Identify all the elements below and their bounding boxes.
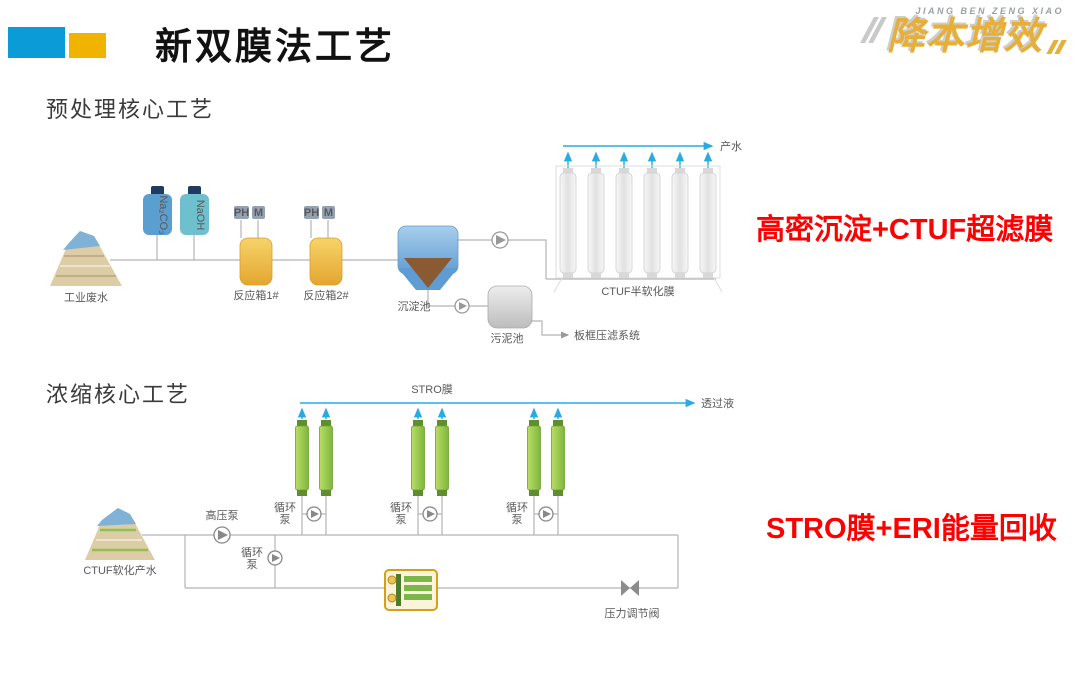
stro-membrane-pair <box>295 420 333 522</box>
label-circ-pump: 泵 <box>396 513 407 526</box>
reactor-tank-2 <box>309 237 343 286</box>
chemical-label-na2co3: Na₂CO₃ <box>157 195 169 234</box>
industrial-wastewater-pile <box>50 231 122 286</box>
label-ctuf-membrane: CTUF半软化膜 <box>601 284 674 298</box>
label-stro-membrane: STRO膜 <box>411 383 453 396</box>
sludge-tank <box>487 285 533 329</box>
ph-badge: PH <box>234 206 249 219</box>
uf-membrane-column <box>587 168 605 278</box>
sludge-pump-icon <box>454 298 470 314</box>
quote-mark-icon <box>860 17 888 57</box>
label-circ-pump: 泵 <box>247 558 258 571</box>
brand-name: 降本增效 <box>886 16 1043 58</box>
brand-logo: JIANG BEN ZENG XIAO 降本增效 <box>860 6 1067 58</box>
label-product-water: 产水 <box>720 139 742 153</box>
label-reactor-2: 反应箱2# <box>303 288 349 302</box>
annotation-pretreatment: 高密沉淀+CTUF超滤膜 <box>756 214 1054 246</box>
accent-bar-yellow <box>69 33 106 58</box>
label-permeate: 透过液 <box>701 396 734 410</box>
label-circ-pump: 泵 <box>512 513 523 526</box>
stro-membrane-pair <box>411 420 449 522</box>
circulation-pump-icon <box>267 550 283 566</box>
mixer-badge: M <box>252 206 265 219</box>
concentration-flow-diagram: STRO膜 透过液 CTUF软化产水 高压泵 循环 泵 循环 泵 循环 泵 循环… <box>83 383 734 620</box>
mixer-badge: M <box>322 206 335 219</box>
mixer-badge-label: M <box>324 207 333 219</box>
uf-membrane-column <box>643 168 661 278</box>
label-industrial-wastewater: 工业废水 <box>64 290 108 304</box>
pretreatment-flow-diagram: Na₂CO₃ NaOH PH M PH M <box>50 139 742 345</box>
pressure-valve-icon <box>621 580 639 596</box>
label-reactor-1: 反应箱1# <box>233 288 279 302</box>
page-title: 新双膜法工艺 <box>155 26 395 67</box>
label-ctuf-feed: CTUF软化产水 <box>83 563 156 577</box>
brand-tagline: JIANG BEN ZENG XIAO <box>915 6 1064 16</box>
label-circ-pump: 循环 <box>241 546 263 559</box>
sedimentation-tank <box>397 225 459 290</box>
stro-membrane-pair <box>527 420 565 522</box>
product-water-line <box>563 141 714 168</box>
high-pressure-pump-icon <box>213 526 231 544</box>
label-sludge-tank: 污泥池 <box>491 332 524 345</box>
reactor-tank-1 <box>239 237 273 286</box>
accent-bar-blue <box>8 27 65 58</box>
label-circ-pump: 循环 <box>274 501 296 514</box>
label-filter-press: 板框压滤系统 <box>574 328 640 342</box>
permeate-line <box>297 398 696 419</box>
label-circ-pump: 循环 <box>506 501 528 514</box>
ph-badge-label: PH <box>304 207 319 219</box>
transfer-pump-icon <box>491 231 509 249</box>
ph-badge: PH <box>304 206 319 219</box>
uf-membrane-column <box>559 168 577 278</box>
label-pressure-valve: 压力调节阀 <box>605 606 660 620</box>
quote-mark-icon <box>1045 20 1067 54</box>
label-circ-pump: 循环 <box>390 501 412 514</box>
uf-membrane-column <box>699 168 717 278</box>
chemical-bottle-naoh: NaOH <box>180 186 209 235</box>
uf-membrane-rack <box>553 165 723 293</box>
annotation-concentration: STRO膜+ERI能量回收 <box>766 513 1057 545</box>
mixer-badge-label: M <box>254 207 263 219</box>
label-hp-pump: 高压泵 <box>206 508 239 522</box>
eri-energy-recovery-device <box>384 569 438 611</box>
chemical-label-naoh: NaOH <box>194 200 206 231</box>
uf-membrane-column <box>615 168 633 278</box>
label-sedimentation-tank: 沉淀池 <box>398 299 431 313</box>
label-circ-pump: 泵 <box>280 513 291 526</box>
section-heading-concentration: 浓缩核心工艺 <box>46 382 191 407</box>
ph-badge-label: PH <box>234 207 249 219</box>
ctuf-softened-water-pile <box>85 508 155 560</box>
chemical-bottle-na2co3: Na₂CO₃ <box>143 186 172 235</box>
uf-membrane-column <box>671 168 689 278</box>
section-heading-pretreatment: 预处理核心工艺 <box>46 97 215 122</box>
